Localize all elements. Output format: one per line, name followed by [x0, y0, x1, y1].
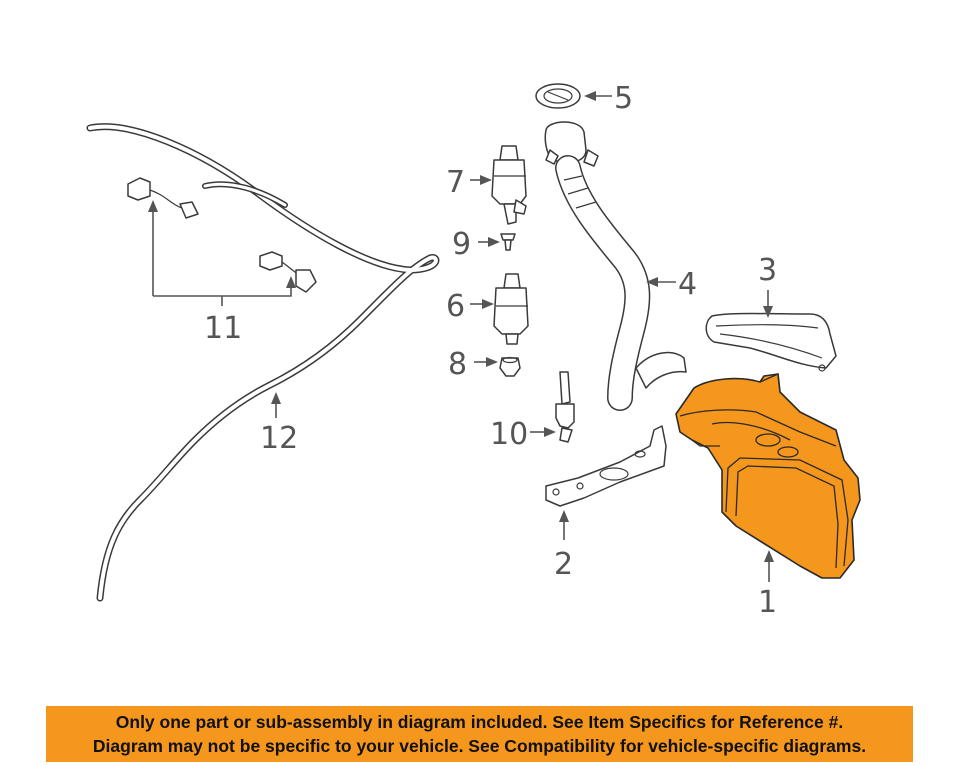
washer-pump-part-7	[491, 145, 527, 225]
callout-3: 3	[758, 253, 777, 288]
level-sensor-part-10	[555, 371, 575, 443]
filler-cap-part-5	[535, 83, 581, 109]
callout-6: 6	[446, 289, 465, 324]
washer-reservoir-part-1-highlighted	[675, 373, 861, 579]
bracket-part-3	[705, 312, 837, 372]
washer-hose-part-12	[86, 123, 440, 602]
callout-leaders	[148, 91, 774, 582]
disclaimer-line-1: Only one part or sub-assembly in diagram…	[115, 712, 844, 732]
connector-harness-part-11	[127, 177, 317, 293]
mounting-bracket-part-2	[545, 425, 667, 507]
callout-8: 8	[448, 347, 467, 382]
grommet-part-8	[499, 356, 521, 377]
disclaimer-line-2: Diagram may not be specific to your vehi…	[92, 736, 867, 756]
parts-diagram: 1 2 3 4 5 6 7 8 9 10 11 12	[86, 81, 861, 620]
callout-10: 10	[490, 417, 528, 452]
callout-4: 4	[678, 267, 697, 302]
disclaimer-banner: Only one part or sub-assembly in diagram…	[46, 706, 913, 762]
filler-neck-part-4	[544, 121, 687, 411]
callout-5: 5	[614, 81, 633, 116]
callout-11: 11	[204, 311, 242, 346]
callout-7: 7	[446, 165, 465, 200]
washer-pump-part-6	[493, 273, 529, 345]
callout-1: 1	[758, 585, 777, 620]
callout-2: 2	[554, 547, 573, 582]
callout-12: 12	[260, 421, 298, 456]
callout-9: 9	[452, 227, 471, 262]
screw-part-9	[500, 233, 516, 251]
callout-labels: 1 2 3 4 5 6 7 8 9 10 11 12	[204, 81, 777, 620]
